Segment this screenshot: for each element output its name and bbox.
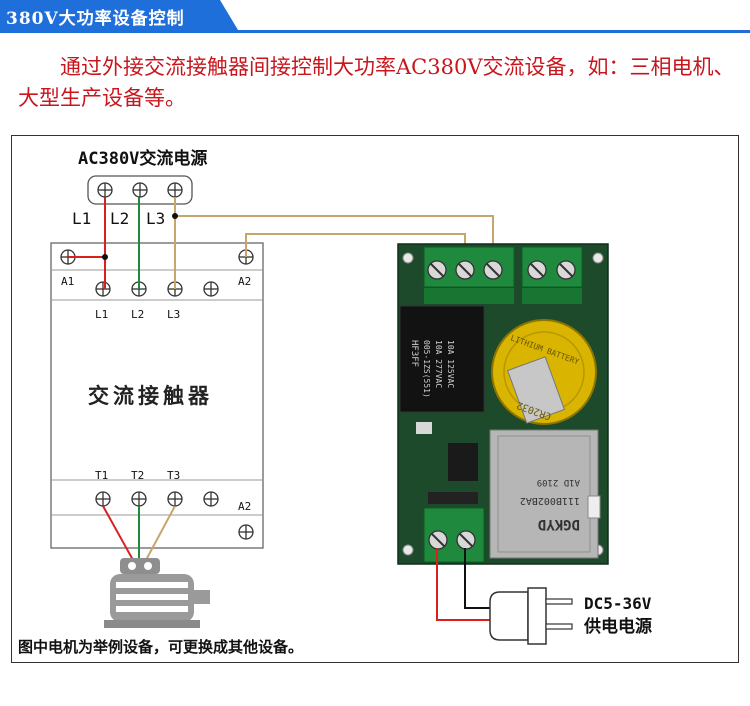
relay-text-4: 10A 125VAC: [446, 340, 455, 388]
wires-motor: [102, 505, 176, 561]
relay-text-3: 10A 277VAC: [434, 340, 443, 388]
contactor-spare-screw: [203, 281, 219, 297]
contactor-in-l1: L1: [95, 308, 108, 321]
intro-paragraph: 通过外接交流接触器间接控制大功率AC380V交流设备，如：三相电机、大型生产设备…: [18, 52, 738, 114]
relay-text-2: 005-1ZS(551): [422, 340, 431, 398]
contactor-l1-screw: [95, 281, 111, 297]
source-screw-l2: [132, 182, 148, 198]
contactor-body: [50, 242, 264, 549]
contactor-out-t2: T2: [131, 469, 144, 482]
source-screw-l3: [167, 182, 183, 198]
contactor-t1-screw: [95, 491, 111, 507]
contactor-in-l2: L2: [131, 308, 144, 321]
source-label: AC380V交流电源: [78, 148, 207, 169]
source-screw-l1: [97, 182, 113, 198]
power-label: 供电电源: [583, 616, 652, 637]
header-banner: 380V大功率设备控制: [0, 0, 750, 34]
power-plug-icon: [489, 587, 573, 645]
module-text-2: 111B002BA2: [520, 495, 580, 506]
banner-title: 380V大功率设备控制: [6, 9, 185, 29]
phase-label-l2: L2: [110, 209, 129, 228]
contactor-in-l3: L3: [167, 308, 180, 321]
banner-underline: [0, 30, 750, 33]
relay-text-1: HF3FF: [409, 340, 419, 367]
contactor-spare-screw-bottom: [203, 491, 219, 507]
caption: 图中电机为举例设备，可更换成其他设备。: [18, 638, 304, 656]
module-text-3: A1D 2109: [537, 477, 580, 487]
motor-icon: [104, 558, 210, 628]
contactor-a2-bottom-screw: [238, 524, 254, 540]
contactor-t3-screw: [167, 491, 183, 507]
phase-label-l1: L1: [72, 209, 91, 228]
contactor-title: 交流接触器: [88, 383, 213, 408]
contactor-out-t3: T3: [167, 469, 180, 482]
relay-board: [397, 243, 609, 565]
contactor-a2-label: A2: [238, 275, 251, 288]
contactor-t2-screw: [131, 491, 147, 507]
power-voltage: DC5-36V: [584, 594, 652, 613]
intro-text: 通过外接交流接触器间接控制大功率AC380V交流设备，如：三相电机、大型生产设备…: [18, 55, 735, 110]
module-text-1: DGKYD: [538, 516, 580, 532]
contactor-a1-label: A1: [61, 275, 74, 288]
wires-power: [436, 548, 500, 621]
contactor-out-t1: T1: [95, 469, 108, 482]
diagram-frame: [11, 135, 739, 663]
contactor-a2-bottom-label: A2: [238, 500, 251, 513]
banner-tab: [0, 0, 238, 30]
phase-label-l3: L3: [146, 209, 165, 228]
